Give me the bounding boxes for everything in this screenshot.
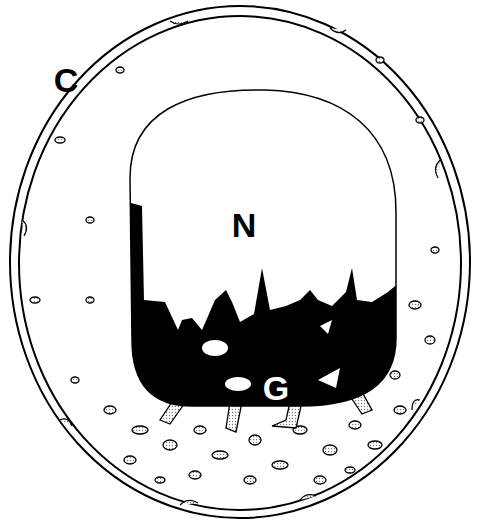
region-label: G [263, 371, 289, 405]
membrane-bumps [22, 21, 440, 505]
cell-membrane [19, 16, 461, 510]
cell-wall [10, 6, 470, 518]
organelles [30, 57, 439, 484]
dark-region [120, 200, 400, 420]
region-label: C [54, 63, 79, 97]
region-label: N [232, 208, 257, 242]
